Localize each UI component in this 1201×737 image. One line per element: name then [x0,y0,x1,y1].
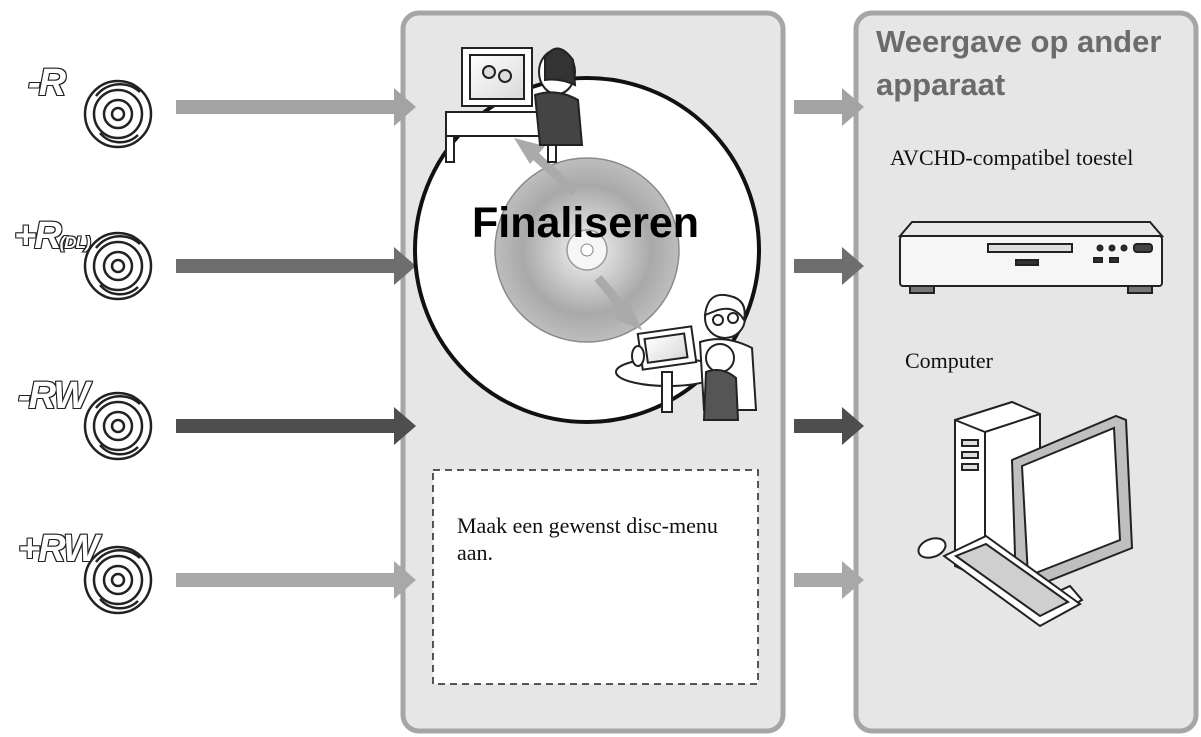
disc-icon-plus-r-dl [83,231,153,301]
disc-icon-minus-r [83,79,153,149]
arrow-plus-rw [176,561,416,599]
finalize-label: Finaliseren [472,199,700,247]
disc-label-plus-r-dl: +R(DL) [13,214,92,258]
arrow-out-4 [794,561,864,599]
arrow-out-3 [794,407,864,445]
avchd-device-label: AVCHD-compatibel toestel [890,145,1134,170]
disc-icon-plus-rw [83,545,153,615]
arrow-out-1 [794,88,864,126]
computer-illustration [917,400,1134,628]
right-panel-title: Weergave op ander apparaat [876,24,1162,102]
arrow-plus-r-dl [176,247,416,285]
person-watching-tv-illustration [445,47,584,163]
disc-label-minus-r: -R [27,61,67,105]
arrow-minus-rw [176,407,416,445]
disc-label-minus-rw: -RW [17,374,90,418]
disc-menu-note: Maak een gewenst disc-menu aan. [457,513,718,565]
disc-icon-minus-rw [83,391,153,461]
disc-label-plus-rw: +RW [17,527,100,571]
arrow-out-2 [794,247,864,285]
computer-device-label: Computer [905,348,993,373]
arrow-minus-r [176,88,416,126]
avchd-player-illustration [897,221,1165,294]
disc-menu-box [432,469,759,685]
family-with-laptop-illustration [615,293,758,421]
